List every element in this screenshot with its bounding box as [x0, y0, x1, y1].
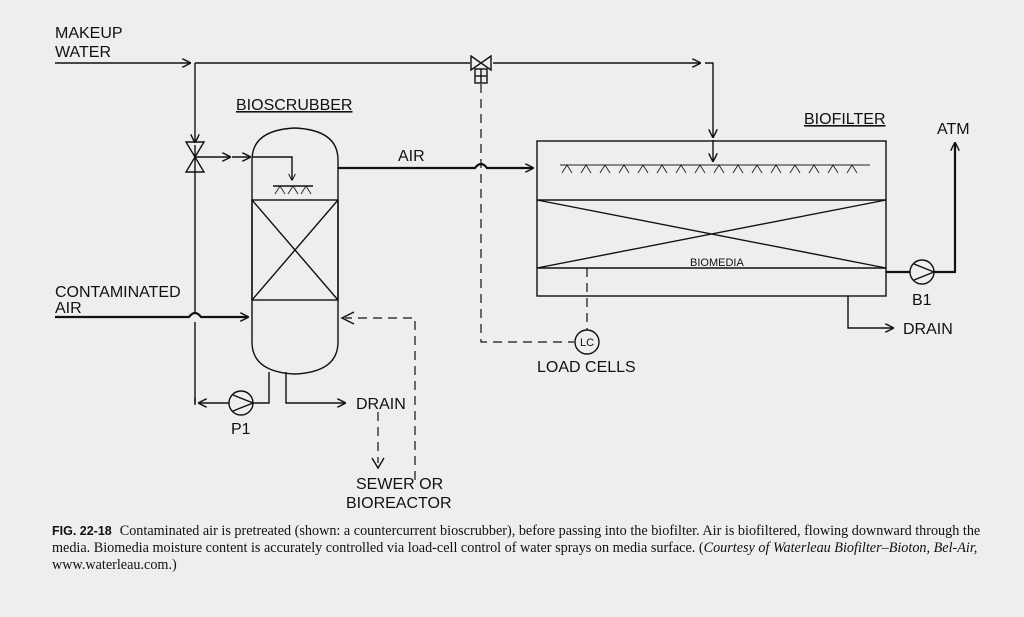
level-controller-icon: [574, 329, 600, 355]
makeup-water-label-2: WATER: [55, 44, 111, 61]
contaminated-air-label-1: CONTAMINATED: [55, 284, 181, 301]
drain-left-label: DRAIN: [356, 396, 406, 413]
lc-label: LC: [580, 337, 594, 349]
drain-right-label: DRAIN: [903, 321, 953, 338]
biomedia-label: BIOMEDIA: [690, 257, 744, 269]
pump-p1-icon: [228, 390, 255, 416]
air-label: AIR: [398, 148, 425, 165]
recycle-dashed-line: [340, 311, 416, 480]
biofilter-vessel: [536, 140, 887, 297]
figure-number: FIG. 22-18: [52, 524, 112, 538]
caption-courtesy: Courtesy of Waterleau Biofilter–Bioton, …: [703, 540, 978, 556]
pump-p1-label: P1: [231, 421, 251, 438]
bioscrubber-bottom-piping: [194, 372, 385, 470]
biofilter-label: BIOFILTER: [804, 111, 886, 128]
blower-b1-icon: [909, 259, 935, 285]
sewer-label-2: BIOREACTOR: [346, 495, 452, 512]
contaminated-air-label-2: AIR: [55, 300, 82, 317]
atm-label: ATM: [937, 121, 970, 138]
air-transfer-line: [338, 162, 533, 168]
makeup-water-label-1: MAKEUP: [55, 25, 123, 42]
biofilter-outlet: [847, 143, 955, 328]
control-valve-icon: [470, 54, 492, 84]
bioscrubber-label: BIOSCRUBBER: [236, 97, 352, 114]
hand-valve-icon: [184, 141, 250, 173]
caption-url: www.waterleau.com.): [52, 557, 177, 573]
contaminated-air-inlet: [55, 311, 248, 317]
caption-text: Contaminated air is pretreated (shown: a…: [52, 523, 981, 556]
sewer-label-1: SEWER OR: [356, 476, 443, 493]
process-flow-diagram: MAKEUP WATER BIOSCRUBBER AIR BIOFILTER A…: [55, 25, 970, 512]
makeup-water-line: [55, 63, 713, 405]
bioscrubber-vessel: [251, 127, 339, 375]
load-cells-label: LOAD CELLS: [537, 359, 636, 376]
load-cell-signal-line: [480, 84, 600, 355]
blower-b1-label: B1: [912, 292, 932, 309]
